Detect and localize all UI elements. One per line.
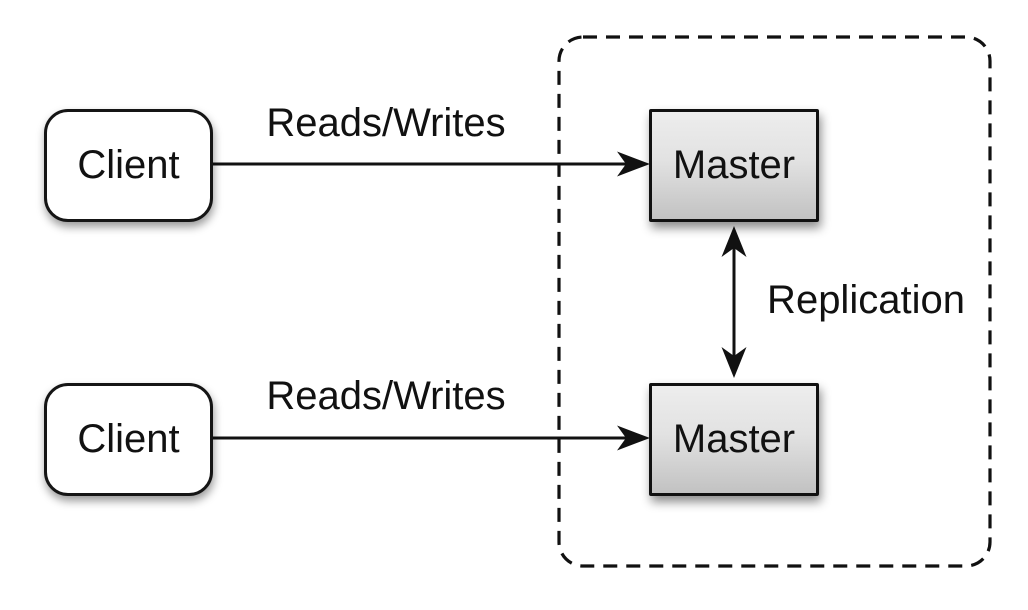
node-master-bottom: Master [649, 383, 819, 496]
reads-writes-arrow-bottom [213, 425, 650, 451]
arrowhead-right-icon [617, 151, 650, 177]
edge-label-reads-writes-top: Reads/Writes [266, 101, 506, 145]
node-client-bottom: Client [44, 383, 213, 496]
node-client-bottom-label: Client [77, 417, 180, 461]
replication-cluster-dashed-border [557, 35, 992, 568]
node-master-bottom-label: Master [672, 417, 796, 461]
node-master-top: Master [649, 109, 819, 222]
edge-label-reads-writes-bottom: Reads/Writes [266, 374, 506, 418]
node-client-top: Client [44, 109, 213, 222]
edge-label-replication: Replication [767, 278, 965, 322]
reads-writes-arrow-top [213, 151, 650, 177]
node-master-top-label: Master [672, 143, 796, 187]
arrowhead-down-icon [721, 347, 747, 378]
arrowhead-up-icon [721, 226, 747, 257]
replication-arrow [721, 226, 747, 378]
node-client-top-label: Client [77, 143, 180, 187]
arrowhead-right-icon [617, 425, 650, 451]
